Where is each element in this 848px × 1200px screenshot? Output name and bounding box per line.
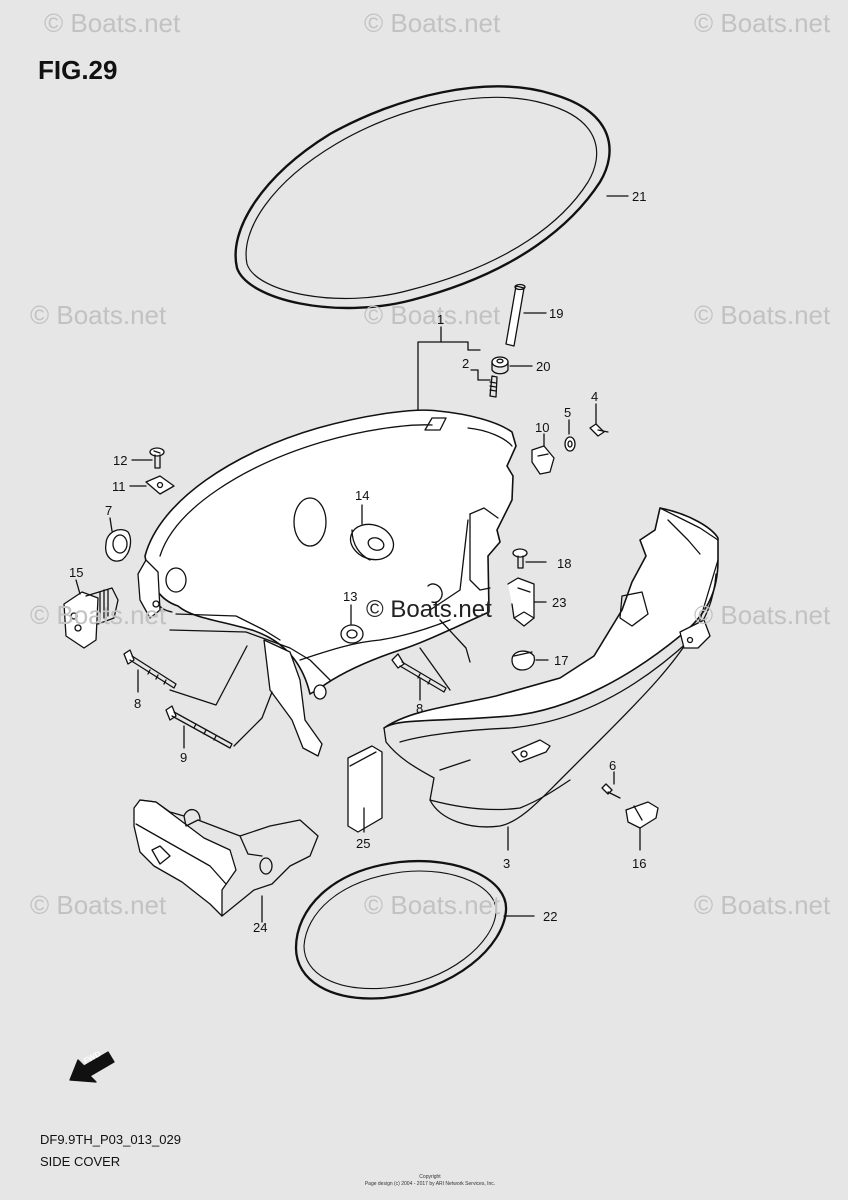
figure-title: FIG.29	[38, 55, 118, 85]
fwd-arrow-icon	[70, 1052, 114, 1082]
part-4-bolt	[590, 424, 608, 436]
part-19-pin	[506, 285, 525, 347]
part-10-clip	[532, 446, 554, 474]
part-label-7: 7	[105, 503, 113, 518]
part-label-8-left: 8	[134, 696, 142, 711]
part-3-side-cover-right	[384, 508, 718, 827]
part-label-2: 2	[462, 356, 470, 371]
part-7-grommet	[106, 530, 131, 561]
part-17-cap	[512, 651, 534, 670]
part-label-22: 22	[543, 909, 558, 924]
part-label-13: 13	[343, 589, 358, 604]
part-label-10: 10	[535, 420, 550, 435]
diagram-caption: SIDE COVER	[40, 1154, 121, 1169]
part-13-grommet	[341, 625, 363, 643]
part-11-clip-nut	[146, 476, 174, 494]
part-22-lower-seal	[296, 861, 506, 998]
part-23-bracket	[508, 578, 534, 626]
watermark: © Boats.net	[30, 600, 167, 630]
part-label-14: 14	[355, 488, 370, 503]
part-label-17: 17	[554, 653, 569, 668]
part-24-lower-bracket	[134, 800, 318, 916]
part-label-23: 23	[552, 595, 567, 610]
part-label-4: 4	[591, 389, 599, 404]
part-label-15: 15	[69, 565, 84, 580]
part-12-screw	[150, 448, 164, 468]
part-2-stud	[490, 376, 497, 397]
part-label-16: 16	[632, 856, 647, 871]
part-label-8-right: 8	[416, 701, 424, 716]
part-label-6: 6	[609, 758, 617, 773]
part-20-grommet	[492, 357, 508, 374]
watermark: © Boats.net	[364, 890, 501, 920]
watermark: © Boats.net	[44, 8, 181, 38]
watermark: © Boats.net	[694, 8, 831, 38]
part-label-18: 18	[557, 556, 572, 571]
part-8-bolt-left	[124, 650, 176, 688]
part-label-9: 9	[180, 750, 188, 765]
part-21-upper-seal	[236, 86, 610, 308]
part-5-washer	[565, 437, 575, 451]
part-label-25: 25	[356, 836, 371, 851]
part-16-plug	[626, 802, 658, 828]
part-label-12: 12	[113, 453, 128, 468]
watermark: © Boats.net	[30, 890, 167, 920]
part-14-grommet	[346, 519, 399, 566]
watermark: © Boats.net	[364, 8, 501, 38]
copyright-line1: Copyright	[419, 1174, 441, 1180]
diagram-code: DF9.9TH_P03_013_029	[40, 1132, 181, 1147]
part-label-20: 20	[536, 359, 551, 374]
part-15-latch	[64, 588, 118, 648]
part-label-19: 19	[549, 306, 564, 321]
copyright-line2: Page design (c) 2004 - 2017 by ARI Netwo…	[364, 1181, 496, 1187]
part-label-5: 5	[564, 405, 572, 420]
part-label-1: 1	[437, 312, 445, 327]
part-18-screw	[513, 549, 527, 568]
watermark: © Boats.net	[694, 890, 831, 920]
part-label-24: 24	[253, 920, 268, 935]
center-watermark: © Boats.net	[366, 596, 492, 623]
watermark: © Boats.net	[30, 300, 167, 330]
part-9-bolt	[166, 706, 232, 748]
part-label-11: 11	[112, 479, 126, 494]
part-25-pad	[348, 746, 382, 832]
part-8-bolt-right	[392, 654, 446, 692]
watermark: © Boats.net	[694, 300, 831, 330]
part-label-21: 21	[632, 189, 647, 204]
watermark: © Boats.net	[364, 300, 501, 330]
part-1-side-cover-left	[138, 410, 516, 756]
part-6-screw	[602, 784, 620, 798]
part-label-3: 3	[503, 856, 511, 871]
watermark: © Boats.net	[694, 600, 831, 630]
